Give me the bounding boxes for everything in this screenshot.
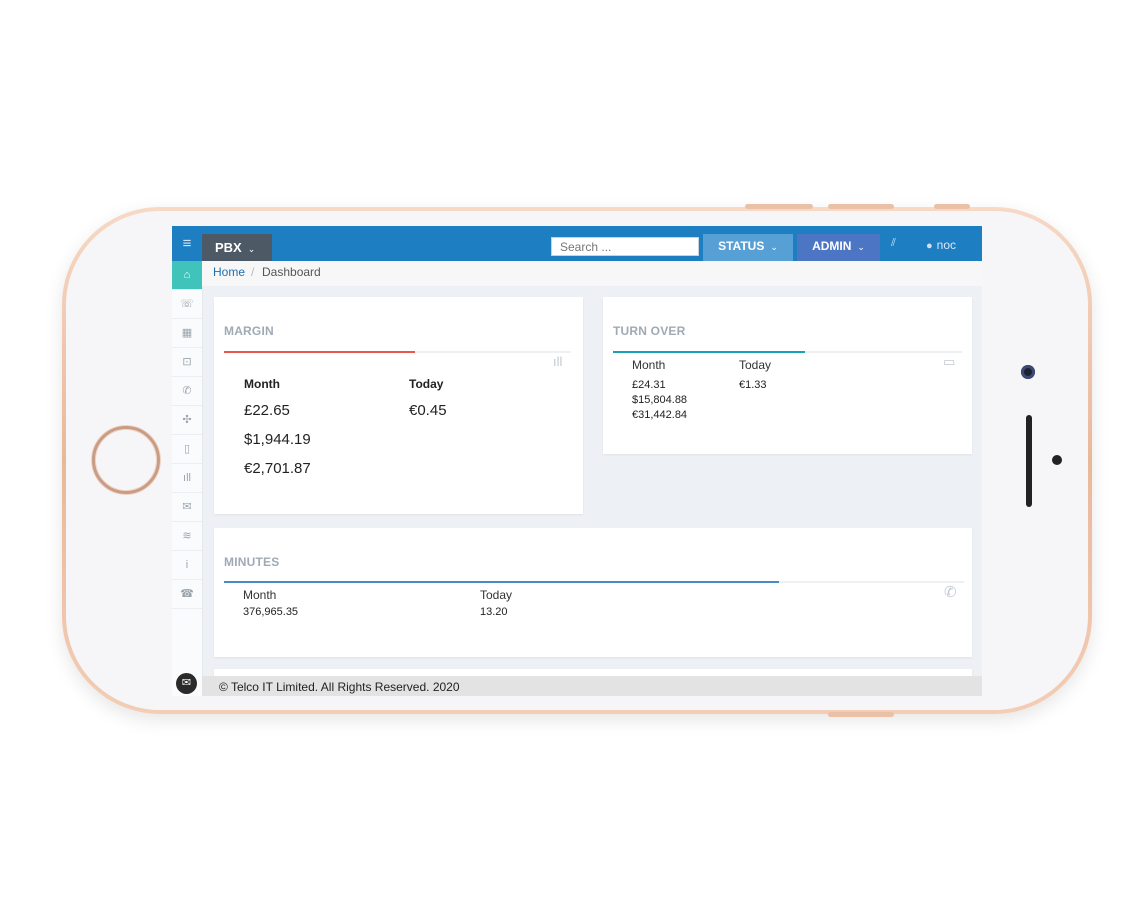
search-input[interactable] bbox=[551, 237, 699, 256]
money-bill-icon: ▭ bbox=[943, 354, 956, 369]
home-button bbox=[92, 426, 160, 494]
minutes-progress-track bbox=[224, 581, 964, 583]
breadcrumb-separator: / bbox=[251, 265, 255, 279]
signal-icon[interactable]: ⫽ bbox=[891, 237, 896, 249]
minutes-card: MINUTES ✆ Month Today 376,965.35 13.20 bbox=[214, 528, 972, 657]
margin-progress-fill bbox=[224, 351, 415, 353]
minutes-month-header: Month bbox=[243, 588, 277, 602]
chevron-down-icon: ⌄ bbox=[770, 242, 778, 252]
margin-month-value: £22.65 bbox=[244, 402, 290, 419]
sidebar-item-telephone[interactable]: ☎ bbox=[172, 580, 202, 609]
sidebar: ⌂ ☏ ▦ ⊡ ✆ ✣ ▯ ıll ✉ ≋ i ☎ bbox=[172, 261, 203, 696]
wifi-call-icon: ☏ bbox=[180, 298, 194, 310]
phone-volume-button bbox=[745, 204, 813, 209]
sidebar-item-rss[interactable]: ≋ bbox=[172, 522, 202, 551]
incoming-call-icon: ✆ bbox=[944, 584, 957, 601]
turnover-month-value: $15,804.88 bbox=[632, 394, 688, 406]
admin-label: ADMIN bbox=[812, 239, 852, 253]
turnover-progress-track bbox=[613, 351, 962, 353]
phone-power-button bbox=[828, 712, 894, 717]
fax-icon: ⊡ bbox=[182, 356, 192, 368]
bar-chart-icon: ıll bbox=[183, 472, 191, 484]
old-phone-icon: ☎ bbox=[180, 588, 194, 600]
turnover-today-value: €1.33 bbox=[739, 379, 767, 391]
margin-month-value: €2,701.87 bbox=[244, 460, 311, 477]
sidebar-item-phone[interactable]: ✆ bbox=[172, 377, 202, 406]
turnover-progress-fill bbox=[613, 351, 805, 353]
hamburger-menu-icon[interactable]: ≡ bbox=[182, 235, 192, 252]
sidebar-item-building[interactable]: ▦ bbox=[172, 319, 202, 348]
breadcrumb-home-link[interactable]: Home bbox=[213, 265, 246, 279]
minutes-card-title: MINUTES bbox=[224, 555, 280, 569]
sidebar-item-info[interactable]: i bbox=[172, 551, 202, 580]
turnover-month-value: £24.31 bbox=[632, 379, 666, 391]
mail-button[interactable]: ✉ bbox=[176, 673, 197, 694]
envelope-icon: ✉ bbox=[182, 501, 192, 513]
margin-progress-track bbox=[224, 351, 571, 353]
phone-volume-button bbox=[828, 204, 894, 209]
front-camera bbox=[1021, 365, 1035, 379]
footer: © Telco IT Limited. All Rights Reserved.… bbox=[202, 676, 982, 696]
bar-chart-icon: ıll bbox=[553, 354, 563, 369]
turnover-card-title: TURN OVER bbox=[613, 324, 686, 338]
minutes-today-header: Today bbox=[480, 588, 513, 602]
user-name: noc bbox=[936, 238, 957, 252]
pbx-dropdown-button[interactable]: PBX ⌄ bbox=[202, 234, 272, 261]
rss-icon: ≋ bbox=[182, 530, 192, 542]
turnover-today-header: Today bbox=[739, 358, 772, 372]
building-icon: ▦ bbox=[181, 327, 193, 339]
footer-copyright: © Telco IT Limited. All Rights Reserved.… bbox=[219, 680, 460, 694]
sidebar-item-fax[interactable]: ⊡ bbox=[172, 348, 202, 377]
minutes-progress-fill bbox=[224, 581, 779, 583]
margin-month-value: $1,944.19 bbox=[244, 431, 311, 448]
margin-month-header: Month bbox=[244, 377, 280, 391]
turnover-card: TURN OVER ▭ Month Today £24.31 $15,804.8… bbox=[603, 297, 972, 454]
next-card bbox=[214, 669, 972, 679]
margin-today-value: €0.45 bbox=[409, 402, 447, 419]
admin-dropdown-button[interactable]: ADMIN ⌄ bbox=[797, 234, 880, 261]
sidebar-item-home[interactable]: ⌂ bbox=[172, 261, 202, 290]
breadcrumb: Home / Dashboard bbox=[202, 261, 982, 286]
minutes-today-value: 13.20 bbox=[480, 606, 508, 618]
proximity-sensor bbox=[1052, 455, 1062, 465]
pbx-label: PBX bbox=[215, 240, 242, 255]
envelope-icon: ✉ bbox=[181, 677, 192, 689]
status-dropdown-button[interactable]: STATUS ⌄ bbox=[703, 234, 793, 261]
user-icon: ● bbox=[926, 240, 933, 252]
margin-card-title: MARGIN bbox=[224, 324, 274, 338]
home-icon: ⌂ bbox=[183, 269, 191, 281]
earpiece-speaker bbox=[1026, 415, 1032, 507]
turnover-month-header: Month bbox=[632, 358, 666, 372]
status-label: STATUS bbox=[718, 239, 765, 253]
margin-today-header: Today bbox=[409, 377, 444, 391]
mobile-icon: ▯ bbox=[183, 443, 191, 455]
user-menu[interactable]: ●noc bbox=[926, 226, 956, 261]
chevron-down-icon: ⌄ bbox=[247, 244, 256, 254]
margin-card: MARGIN ıll Month Today £22.65 $1,944.19 … bbox=[214, 297, 583, 514]
phone-mute-switch bbox=[934, 204, 970, 209]
app-screen: ≡ PBX ⌄ STATUS ⌄ ADMIN ⌄ ⫽ ●noc ⌂ ☏ ▦ ⊡ ✆ ✣… bbox=[172, 226, 982, 696]
info-icon: i bbox=[185, 559, 189, 571]
minutes-month-value: 376,965.35 bbox=[243, 606, 299, 618]
top-navbar: ≡ PBX ⌄ STATUS ⌄ ADMIN ⌄ ⫽ ●noc bbox=[172, 226, 982, 261]
turnover-month-value: €31,442.84 bbox=[632, 409, 688, 421]
chevron-down-icon: ⌄ bbox=[857, 242, 865, 252]
sidebar-item-wifi-call[interactable]: ☏ bbox=[172, 290, 202, 319]
sidebar-item-mail[interactable]: ✉ bbox=[172, 493, 202, 522]
breadcrumb-current: Dashboard bbox=[262, 265, 321, 279]
sidebar-item-mobile[interactable]: ▯ bbox=[172, 435, 202, 464]
sidebar-item-reports[interactable]: ıll bbox=[172, 464, 202, 493]
puzzle-icon: ✣ bbox=[182, 414, 192, 426]
sidebar-item-puzzle[interactable]: ✣ bbox=[172, 406, 202, 435]
phone-icon: ✆ bbox=[182, 385, 192, 397]
